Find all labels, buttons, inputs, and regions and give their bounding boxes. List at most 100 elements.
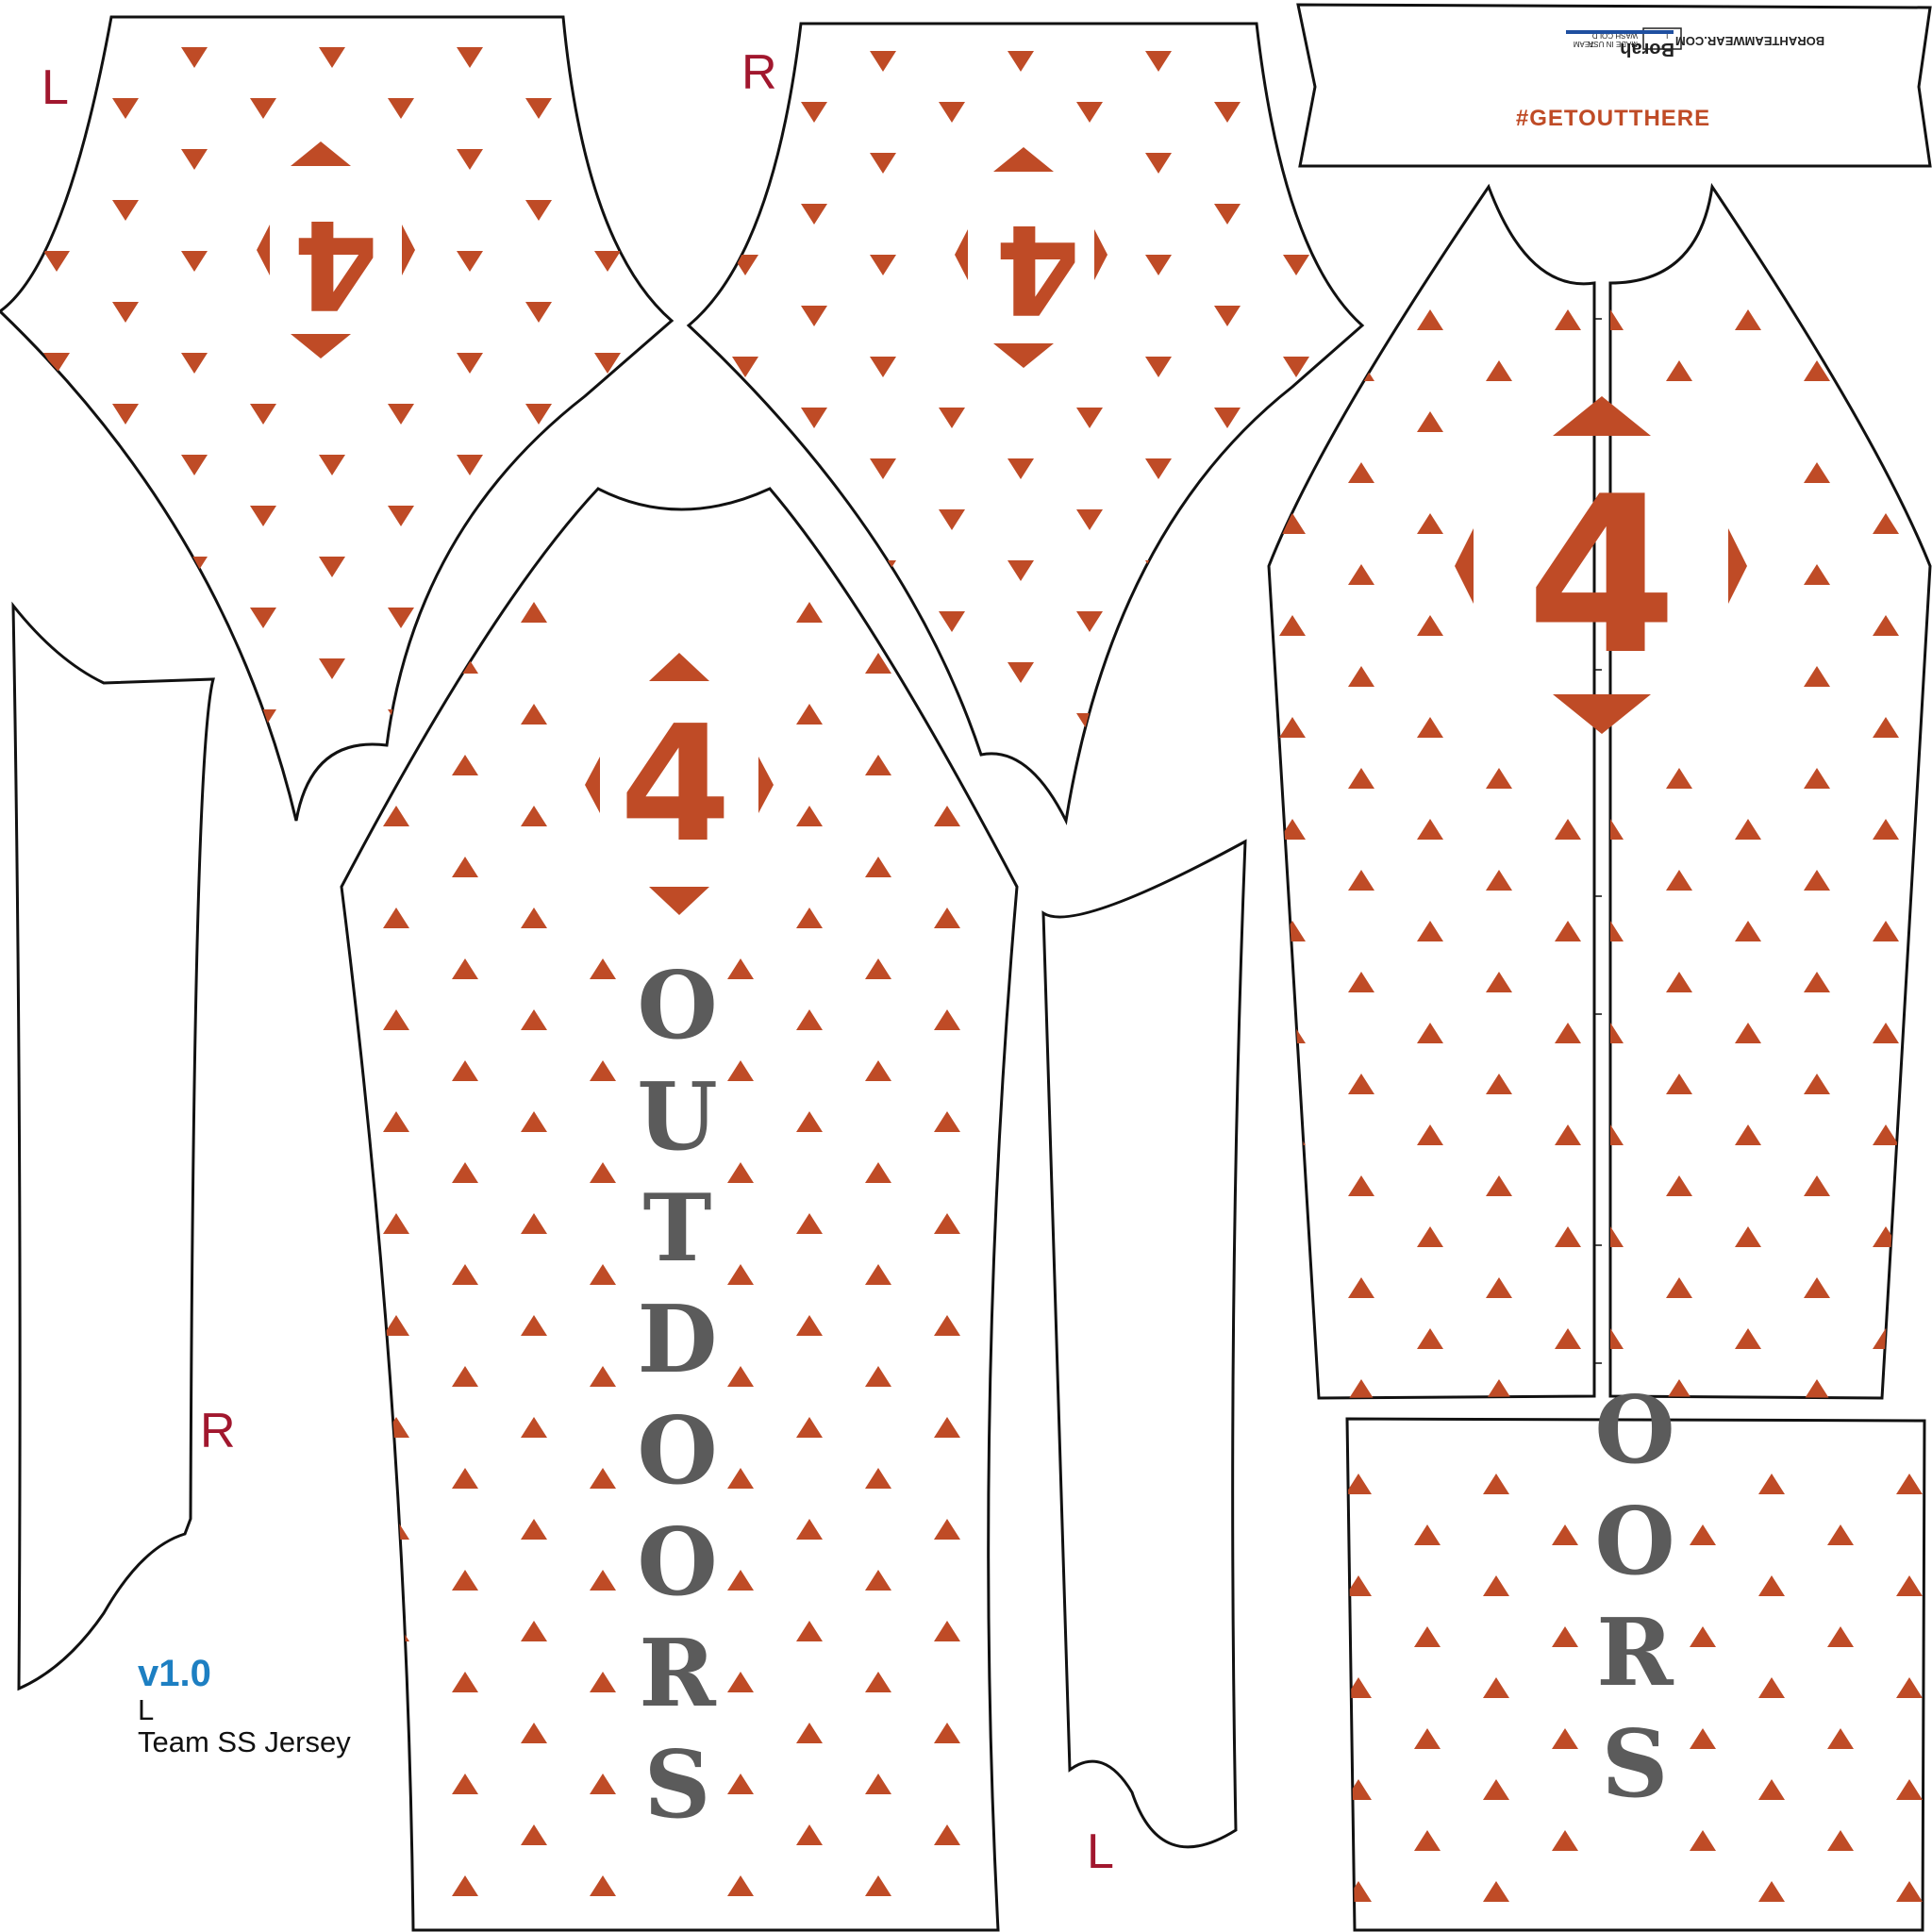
pattern-triangle-icon	[663, 200, 672, 221]
pattern-triangle-icon	[1483, 1881, 1509, 1902]
pattern-triangle-icon	[1214, 509, 1241, 530]
pattern-triangle-icon	[521, 1315, 547, 1336]
pattern-triangle-icon	[1827, 1524, 1854, 1545]
pattern-triangle-icon	[1666, 1379, 1692, 1398]
pattern-triangle-icon	[590, 1366, 616, 1387]
pattern-triangle-icon	[383, 1111, 409, 1132]
pattern-triangle-icon	[1417, 1023, 1443, 1043]
pattern-triangle-icon	[1348, 564, 1374, 585]
vertical-word-letter: S	[1602, 1710, 1669, 1819]
pattern-triangle-icon	[1347, 1677, 1372, 1698]
vertical-word-letter: O	[637, 952, 717, 1060]
pattern-triangle-icon	[1610, 1226, 1624, 1247]
pattern-triangle-icon	[525, 302, 552, 323]
pattern-triangle-icon	[590, 1060, 616, 1081]
pattern-triangle-icon	[1873, 819, 1899, 840]
pattern-triangle-icon	[934, 1824, 960, 1845]
sleeve-number: 4	[995, 197, 1080, 341]
right-side-panel-label: R	[200, 1404, 236, 1458]
pattern-triangle-icon	[1417, 411, 1443, 432]
pattern-triangle-icon	[1735, 1226, 1761, 1247]
pattern-triangle-icon	[1610, 921, 1624, 941]
pattern-triangle-icon	[1076, 509, 1103, 530]
pattern-triangle-icon	[663, 98, 672, 119]
front-left-panel	[1267, 183, 1596, 1400]
pattern-triangle-icon	[801, 306, 827, 326]
front-right-pattern	[1610, 309, 1899, 1398]
pattern-triangle-icon	[1417, 819, 1443, 840]
pattern-triangle-icon	[1214, 102, 1241, 123]
pattern-triangle-icon	[1348, 462, 1374, 483]
pattern-triangle-icon	[1666, 1175, 1692, 1196]
pattern-triangle-icon	[250, 404, 276, 425]
pattern-triangle-icon	[1417, 1226, 1443, 1247]
pattern-triangle-icon	[319, 455, 345, 475]
pattern-triangle-icon	[112, 404, 139, 425]
logo-arrow-up-icon	[1553, 396, 1651, 436]
pattern-triangle-icon	[452, 958, 478, 979]
tag-line-2: WASH COLD	[1592, 31, 1638, 40]
pattern-triangle-icon	[1873, 615, 1899, 636]
logo-arrow-left-icon	[257, 225, 270, 275]
pattern-triangle-icon	[1414, 1728, 1441, 1749]
front-number-logo: 4	[1455, 396, 1747, 734]
pattern-triangle-icon	[1896, 1779, 1923, 1800]
pattern-triangle-icon	[521, 1111, 547, 1132]
pattern-triangle-icon	[732, 357, 758, 377]
pattern-triangle-icon	[112, 200, 139, 221]
pattern-triangle-icon	[452, 857, 478, 877]
pattern-triangle-icon	[796, 908, 823, 928]
pattern-triangle-icon	[1690, 1524, 1716, 1545]
pattern-triangle-icon	[1610, 309, 1624, 330]
pattern-triangle-icon	[870, 255, 896, 275]
pattern-triangle-icon	[181, 47, 208, 68]
pattern-triangle-icon	[1214, 306, 1241, 326]
pattern-triangle-icon	[1348, 1277, 1374, 1298]
pattern-triangle-icon	[796, 1315, 823, 1336]
pattern-triangle-icon	[727, 1366, 754, 1387]
pattern-triangle-icon	[521, 602, 547, 623]
pattern-triangle-icon	[590, 958, 616, 979]
pattern-triangle-icon	[1279, 717, 1306, 738]
pattern-triangle-icon	[1214, 408, 1241, 428]
pattern-triangle-icon	[1348, 972, 1374, 992]
pattern-triangle-icon	[727, 1060, 754, 1081]
sleeve-number: 4	[293, 192, 378, 336]
left-sleeve-number-logo: 4	[257, 142, 415, 358]
pattern-triangle-icon	[1008, 458, 1034, 479]
pattern-triangle-icon	[250, 506, 276, 526]
pattern-triangle-icon	[1804, 1277, 1830, 1298]
pattern-triangle-icon	[1804, 870, 1830, 891]
pattern-triangle-icon	[594, 251, 621, 272]
pattern-triangle-icon	[43, 251, 70, 272]
collar-brand: Borah	[1620, 39, 1674, 59]
right-side-panel	[1041, 839, 1247, 1849]
pattern-triangle-icon	[1076, 611, 1103, 632]
pattern-triangle-icon	[521, 806, 547, 826]
pattern-triangle-icon	[1555, 1226, 1581, 1247]
pattern-triangle-icon	[112, 302, 139, 323]
pattern-triangle-icon	[1758, 1779, 1785, 1800]
pattern-triangle-icon	[388, 608, 414, 628]
pattern-triangle-icon	[521, 1519, 547, 1540]
pattern-triangle-icon	[865, 1366, 891, 1387]
pattern-triangle-icon	[1347, 1474, 1372, 1494]
pattern-triangle-icon	[521, 1213, 547, 1234]
vertical-word-letter: O	[637, 1397, 717, 1506]
pattern-triangle-icon	[870, 357, 896, 377]
pattern-triangle-icon	[1145, 560, 1172, 581]
pattern-triangle-icon	[865, 1468, 891, 1489]
right-sleeve-panel	[686, 22, 1365, 825]
pattern-triangle-icon	[1873, 411, 1899, 432]
pattern-triangle-icon	[1873, 717, 1899, 738]
pattern-triangle-icon	[1414, 1830, 1441, 1851]
pattern-triangle-icon	[870, 560, 896, 581]
pattern-triangle-icon	[383, 1009, 409, 1030]
pattern-triangle-icon	[796, 1824, 823, 1845]
right-sleeve-label: R	[741, 45, 777, 100]
product-label: Team SS Jersey	[138, 1725, 351, 1759]
pattern-triangle-icon	[1076, 102, 1103, 123]
pattern-triangle-icon	[1279, 819, 1306, 840]
pattern-triangle-icon	[939, 408, 965, 428]
